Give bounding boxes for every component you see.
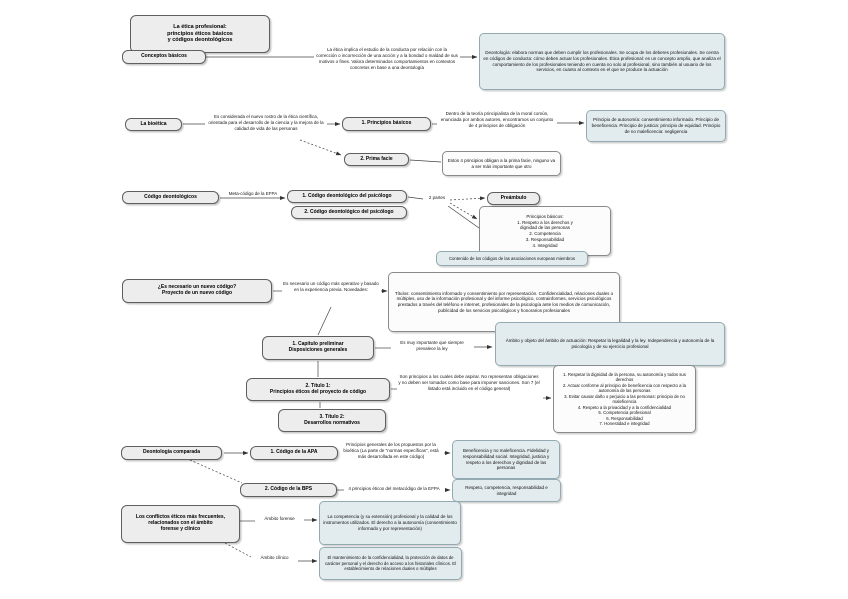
box-contenido-codigos[interactable]: Contenido de los códigos de las asociaci… [436, 251, 588, 266]
node-titulo-2[interactable]: 3. Título 2: Desarrollos normativos [278, 409, 386, 432]
box-ambito-forense[interactable]: La competencia (y su extensión) profesio… [319, 501, 461, 545]
link-text-prevalece-ley: Es muy importante que siempre prevalece … [400, 340, 464, 351]
link-text-bps: 4 principios éticos del metacódigo de la… [348, 486, 440, 491]
node-nuevo-codigo[interactable]: ¿Es necesario un nuevo código? Proyecto … [122, 279, 272, 303]
link-label-ambito-clinico: Ámbito clínico [252, 555, 297, 560]
box-apa-principios[interactable]: Beneficencia y no maleficencia. Fidelida… [452, 440, 560, 479]
node-codigo-deontologico-1[interactable]: 1. Código deontológico del psicólogo [287, 190, 407, 203]
link-text-teoria-principialista: Dentro de la teoría principialista de la… [440, 111, 554, 128]
node-conceptos-basicos[interactable]: Conceptos básicos [122, 50, 206, 64]
box-ambito-clinico[interactable]: El mantenimiento de la confidencialidad,… [319, 547, 462, 580]
link-label-metacodigo-efpa: Meta-código de la EFPA [222, 191, 284, 196]
box-principios-basicos-lista[interactable]: Principios básicos: 1. Respeto a los der… [479, 206, 611, 256]
box-siete-principios[interactable]: 1. Respetar la dignidad de la persona, s… [553, 365, 696, 433]
link-text-etica-definicion: La ética implica el estudio de la conduc… [316, 47, 458, 70]
node-codigo-deontologicos[interactable]: Código deontológicos [122, 191, 219, 204]
link-text-bioetica: Es considerada el nuevo rostro de la éti… [208, 114, 324, 131]
map-title-node[interactable]: La ética profesional: principios éticos … [130, 15, 270, 53]
box-estos-cuatro-principios[interactable]: Estos 4 principios obligan a la prima fa… [442, 151, 561, 176]
link-label-ambito-forense: Ámbito forense [256, 516, 303, 521]
link-text-apa: Principios generales de los propuestos p… [343, 442, 439, 459]
link-text-codigo-operativo: Es necesario un código más operativo y b… [283, 281, 379, 292]
box-ambito-actuacion[interactable]: Ámbito y objeto del ámbito de actuación:… [495, 322, 725, 366]
node-codigo-apa[interactable]: 1. Código de la APA [250, 446, 338, 460]
link-text-principios-aspirar: Son principios a los cuales debe aspirar… [398, 374, 540, 391]
box-deontologia-definicion[interactable]: Deontología: elabora normas que deben cu… [479, 33, 725, 90]
node-capitulo-preliminar[interactable]: 1. Capítulo preliminar Disposiciones gen… [262, 336, 374, 360]
node-titulo-1[interactable]: 2. Título 1: Principios éticos del proye… [246, 378, 390, 401]
node-conflictos-eticos[interactable]: Los conflictos éticos más frecuentes, re… [121, 505, 240, 543]
node-codigo-bps[interactable]: 2. Código de la BPS [240, 483, 337, 497]
node-preambulo[interactable]: Preámbulo [487, 192, 540, 205]
box-cuatro-principios[interactable]: Principio de autonomía: consentimiento i… [586, 110, 726, 142]
node-prima-facie[interactable]: 2. Prima facie [344, 153, 409, 166]
node-principios-basicos[interactable]: 1. Principios básicos [342, 117, 431, 131]
link-label-dos-partes: 2 partes [424, 195, 450, 200]
box-bps-principios[interactable]: Respeto, competencia, responsabilidad e … [452, 479, 561, 502]
node-la-bioetica[interactable]: La bioética [125, 118, 182, 131]
node-codigo-deontologico-2[interactable]: 2. Código deontológico del psicólogo [291, 206, 407, 219]
node-deontologia-comparada[interactable]: Deontología comparada [121, 446, 222, 460]
